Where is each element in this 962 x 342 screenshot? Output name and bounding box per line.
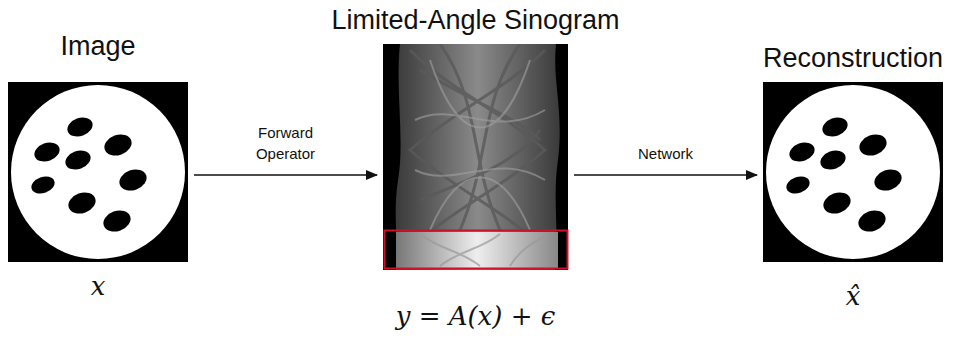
- math-symbol: y = A(x) + ϵ: [396, 302, 556, 331]
- phantom-image: [8, 82, 188, 262]
- panel-title: Image: [60, 32, 135, 62]
- math-symbol: x: [91, 272, 106, 301]
- arrow-label: Network: [636, 143, 695, 165]
- flow-arrow: [574, 174, 757, 176]
- panel-title: Limited-Angle Sinogram: [331, 6, 619, 36]
- phantom-reconstruction: [763, 82, 943, 262]
- highlight-box: [385, 231, 568, 269]
- panel-title: Reconstruction: [763, 44, 943, 74]
- math-symbol: x̂: [846, 282, 861, 311]
- sinogram-image: [383, 44, 568, 270]
- image-panel: Reconstructionx̂: [763, 82, 943, 262]
- flow-arrow: [194, 174, 377, 176]
- arrow-label: Forward Operator: [234, 122, 338, 166]
- image-panel: Limited-Angle Sinogramy = A(x) + ϵ: [383, 44, 568, 270]
- image-panel: Imagex: [8, 82, 188, 262]
